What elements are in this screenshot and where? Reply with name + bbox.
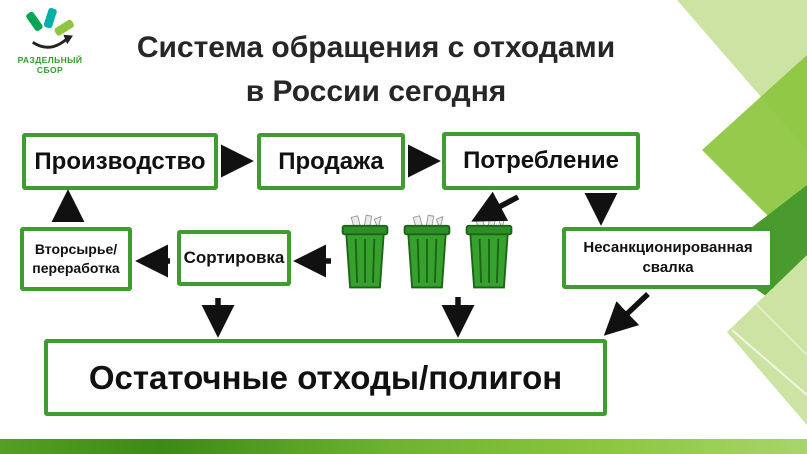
slide-title: Система обращения с отходами в России се… bbox=[86, 26, 666, 113]
trash-bins-group bbox=[337, 212, 517, 292]
title-line2: в России сегодня bbox=[245, 74, 507, 108]
logo-text: РАЗДЕЛЬНЫЙ СБОР bbox=[8, 55, 92, 75]
node-sale: Продажа bbox=[257, 133, 405, 190]
title-line1: Система обращения с отходами bbox=[136, 31, 616, 64]
logo-text-line2: СБОР bbox=[36, 65, 64, 76]
recycling-bottles-icon bbox=[26, 7, 74, 49]
trash-bin-icon bbox=[465, 214, 513, 289]
trash-bin-icon bbox=[403, 214, 451, 289]
logo-text-line1: РАЗДЕЛЬНЫЙ bbox=[17, 55, 83, 65]
node-recycling: Вторсырье/ переработка bbox=[20, 227, 132, 291]
node-landfill: Остаточные отходы/полигон bbox=[44, 339, 607, 416]
node-sorting: Сортировка bbox=[177, 230, 291, 286]
node-production: Производство bbox=[22, 133, 218, 190]
bottom-bar bbox=[0, 439, 807, 454]
razdelny-sbor-logo: РАЗДЕЛЬНЫЙ СБОР bbox=[8, 6, 92, 75]
node-dump: Несанкционированная свалка bbox=[562, 227, 774, 289]
trash-bin-icon bbox=[341, 214, 389, 289]
node-consumption: Потребление bbox=[442, 132, 640, 190]
